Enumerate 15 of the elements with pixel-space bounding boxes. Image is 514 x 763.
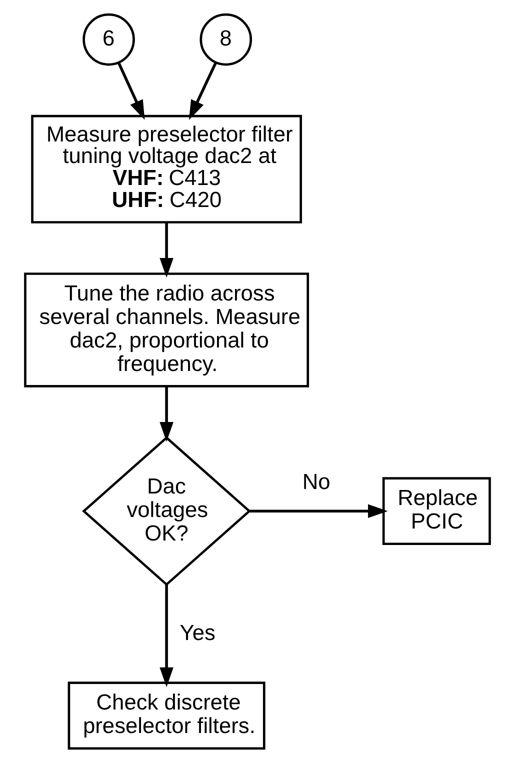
node-box: Measure preselector filter tuning voltage dac2 at VHF: C413 UHF: C420 xyxy=(30,114,302,224)
arrow xyxy=(159,386,173,442)
edge-label: No xyxy=(302,468,330,494)
node-circle: 8 xyxy=(199,13,252,66)
node-circle: 6 xyxy=(82,13,134,66)
arrow xyxy=(188,62,217,120)
arrow xyxy=(159,584,173,688)
arrow xyxy=(116,62,144,120)
node-box: Replace PCIC xyxy=(382,477,490,546)
node-diamond: Dac voltages OK? xyxy=(82,436,251,586)
arrow xyxy=(159,222,173,278)
arrow xyxy=(249,504,388,518)
node-box: Tune the radio across several channels. Measure dac2, proportional to frequency. xyxy=(24,272,309,388)
node-box: Check discrete preselector filters. xyxy=(67,682,265,750)
edge-label: Yes xyxy=(179,620,215,646)
